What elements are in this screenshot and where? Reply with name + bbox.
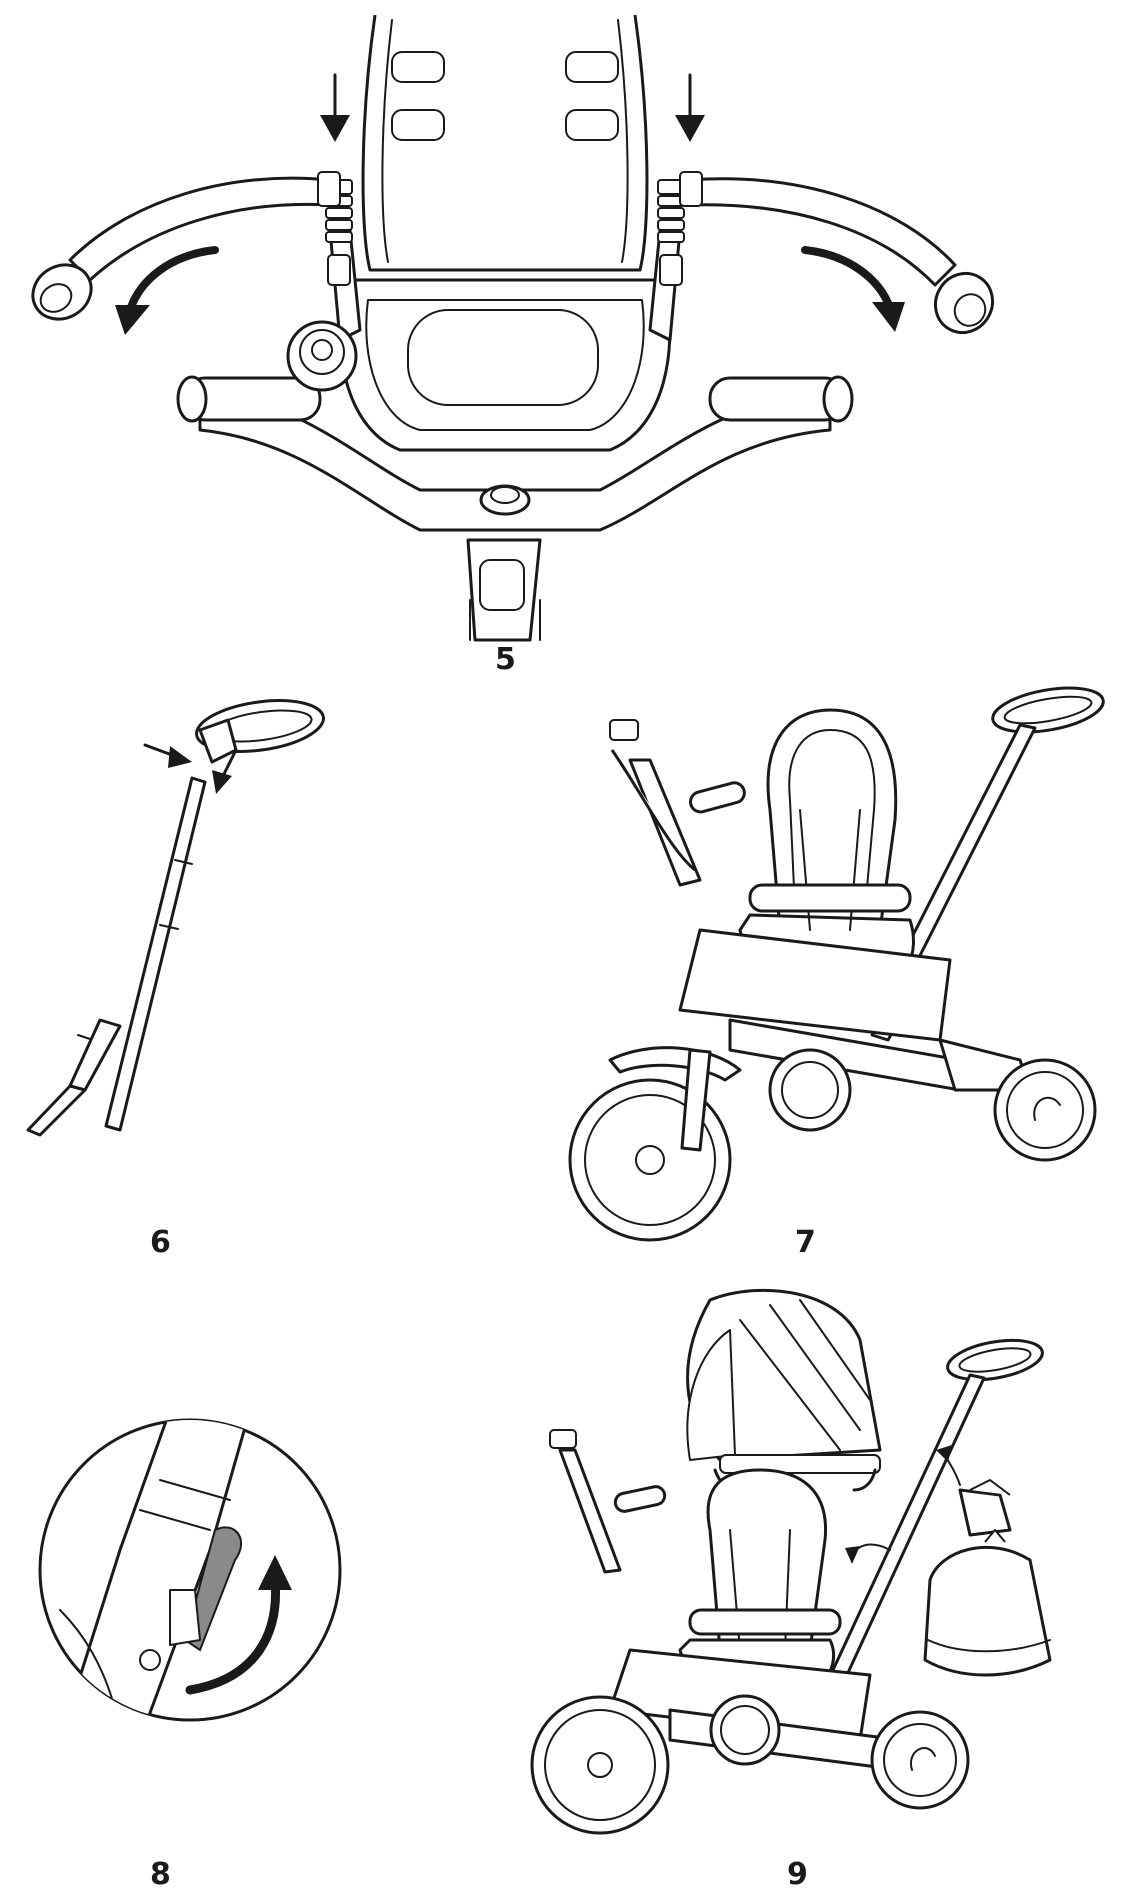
step-8-illustration — [30, 1410, 350, 1730]
step-number-8: 8 — [150, 1857, 171, 1892]
step-number-7: 7 — [795, 1225, 816, 1260]
step-9-illustration — [530, 1280, 1120, 1840]
step-7-illustration — [500, 680, 1120, 1242]
step-5-illustration — [0, 0, 1129, 642]
step-6-illustration — [0, 690, 400, 1150]
step-number-6: 6 — [150, 1225, 171, 1260]
step-number-9: 9 — [787, 1857, 808, 1892]
step-number-5: 5 — [495, 642, 516, 677]
